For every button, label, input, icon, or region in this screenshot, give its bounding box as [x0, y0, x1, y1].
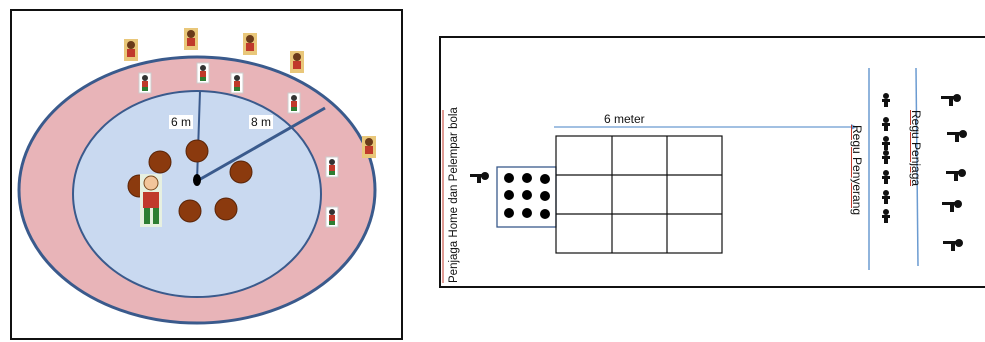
attacker-icon [882, 190, 890, 204]
outfield-player-icon [124, 39, 138, 61]
defender-icon [946, 169, 966, 181]
radius-label-8m: 8 m [249, 115, 274, 129]
base-circle [185, 139, 209, 163]
center-dot [193, 174, 201, 186]
attacker-icon [882, 170, 890, 184]
runner-player-icon [325, 206, 339, 228]
runner-player-icon [325, 156, 339, 178]
guard-line [915, 67, 919, 267]
ball-dots [504, 173, 550, 219]
outfield-player-icon [243, 33, 257, 55]
defender-icon [942, 200, 962, 212]
base-circle [148, 150, 172, 174]
runner-player-icon [287, 92, 301, 114]
playing-grid [555, 135, 723, 254]
batter-figure-icon [140, 174, 162, 227]
outfield-player-icon [290, 51, 304, 73]
attacker-icon [882, 93, 890, 107]
base-circle [178, 199, 202, 223]
runner-player-icon [196, 62, 210, 84]
runner-player-icon [138, 72, 152, 94]
rectangular-field-diagram: 6 meter Penjaga Home dan Pelempar bola R… [439, 36, 985, 288]
home-guard-label: Penjaga Home dan Pelempar bola [448, 107, 460, 283]
runner-player-icon [230, 72, 244, 94]
oval-field-diagram: 6 m 8 m [10, 9, 403, 340]
rect-field-svg [442, 67, 967, 283]
attacker-icon [882, 209, 890, 223]
distance-label: 6 meter [604, 112, 645, 126]
outfield-player-icon [362, 136, 376, 158]
defender-figures [941, 94, 967, 251]
defender-icon [943, 239, 963, 251]
base-circle [229, 160, 253, 184]
defender-icon [947, 130, 967, 142]
defenders-label: Regu Penjaga [909, 110, 923, 187]
attacker-icon [882, 136, 890, 150]
radius-label-6m: 6 m [169, 115, 194, 129]
radius-line-6m [196, 90, 201, 182]
home-guard-figure-icon [470, 172, 489, 183]
defender-icon [941, 94, 961, 106]
base-circle [214, 197, 238, 221]
radius-line-8m [196, 106, 326, 183]
outfield-player-icon [184, 28, 198, 50]
oval-field-svg [17, 28, 377, 325]
attackers-label: Regu Penyerang [850, 125, 864, 216]
attacker-icon [882, 117, 890, 131]
inner-field [72, 90, 322, 298]
attacker-icon [882, 150, 890, 164]
attacker-figures [882, 93, 890, 223]
